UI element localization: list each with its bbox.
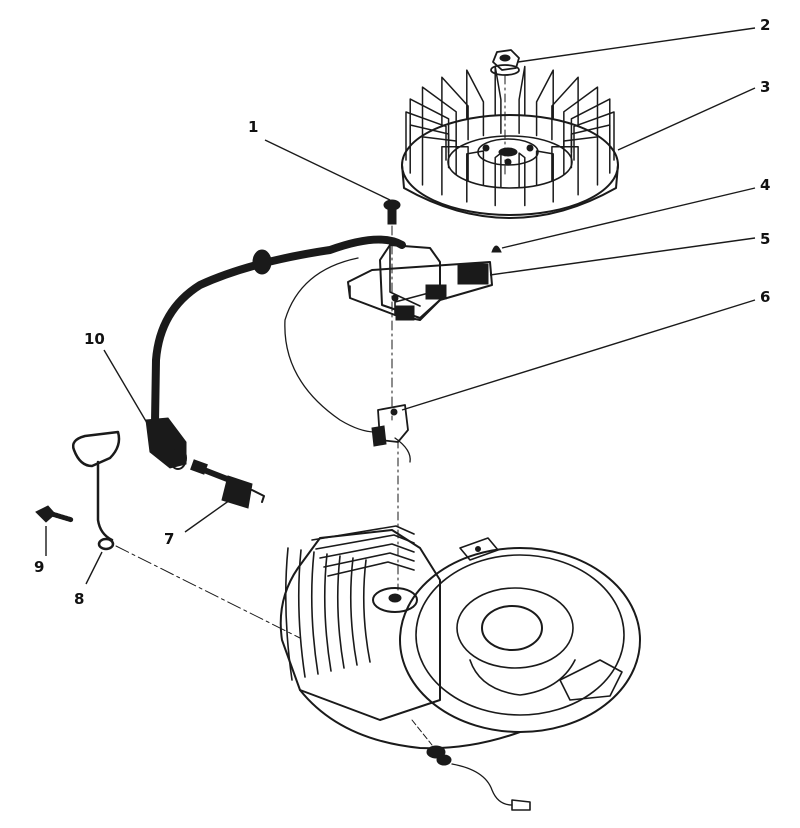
high-tension-lead — [151, 235, 406, 426]
leader-10 — [103, 349, 151, 429]
leader-7 — [184, 499, 231, 533]
flywheel-fin — [535, 150, 554, 203]
callout-labels: 1 2 3 4 5 6 7 8 9 10 — [34, 16, 770, 608]
flywheel-fin — [494, 152, 502, 207]
callout-8: 8 — [74, 590, 84, 608]
leader-6 — [401, 299, 756, 411]
cylinder-fin — [310, 551, 319, 675]
ground-wire — [284, 257, 411, 463]
flywheel-fin — [466, 69, 485, 137]
callout-6: 6 — [760, 288, 770, 306]
flywheel-fin — [551, 146, 579, 196]
flywheel-fin — [518, 65, 526, 135]
cylinder-fin — [323, 553, 332, 672]
callout-9: 9 — [34, 558, 44, 576]
stop-wire-grommet — [411, 719, 531, 811]
flywheel-key — [491, 245, 502, 253]
flywheel-fin — [570, 98, 611, 154]
stop-switch-bail — [71, 430, 121, 551]
callout-10: 10 — [84, 330, 105, 348]
cylinder-fin — [349, 557, 358, 666]
ground-terminal — [371, 404, 409, 447]
head-fin — [319, 543, 415, 559]
callout-1: 1 — [248, 118, 258, 136]
spark-plug — [190, 459, 265, 509]
flywheel-fin — [573, 111, 615, 161]
cylinder-fin — [297, 549, 306, 678]
flywheel-fin — [405, 111, 447, 161]
ignition-module — [347, 244, 493, 321]
ignition-module-screw — [383, 199, 401, 421]
callout-2: 2 — [760, 16, 770, 34]
callout-4: 4 — [760, 176, 770, 194]
flywheel-fin — [535, 69, 554, 137]
head-fin — [327, 561, 415, 577]
leader-2 — [517, 27, 756, 63]
flywheel-fin — [563, 86, 599, 147]
flywheel-fin — [466, 150, 485, 203]
head-fin — [323, 552, 415, 568]
leader-1 — [264, 139, 391, 201]
flywheel-fin — [494, 65, 502, 135]
flywheel-fin — [441, 76, 469, 141]
cylinder-fin — [362, 559, 371, 663]
leader-lines — [45, 27, 756, 585]
flange-nut — [490, 49, 520, 176]
flywheel-fin — [518, 152, 526, 207]
flywheel-fin — [563, 136, 599, 186]
callout-5: 5 — [760, 230, 770, 248]
flywheel-fin — [421, 136, 457, 186]
callout-3: 3 — [760, 78, 770, 96]
bail-screw — [35, 505, 75, 523]
engine-block — [115, 439, 641, 750]
cylinder-fin — [336, 555, 345, 669]
spark-plug-boot — [145, 417, 187, 470]
leader-3 — [617, 87, 756, 151]
flywheel — [401, 65, 619, 219]
leader-4 — [501, 187, 756, 249]
leader-8 — [85, 551, 103, 585]
flywheel-fin — [409, 98, 450, 154]
flywheel-fin — [441, 146, 469, 196]
callout-7: 7 — [164, 530, 174, 548]
leader-5 — [489, 237, 756, 276]
flywheel-fin — [421, 86, 457, 147]
